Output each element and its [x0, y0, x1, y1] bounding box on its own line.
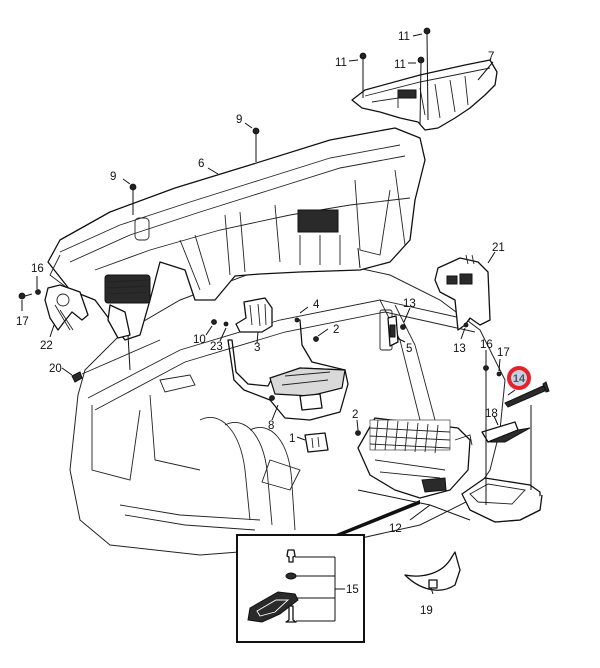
left-bracket	[44, 284, 89, 331]
callout-11: 11	[394, 59, 406, 71]
callout-16: 16	[480, 339, 493, 351]
callout-11: 11	[398, 31, 410, 43]
floor-console	[357, 417, 473, 499]
callout-3: 3	[254, 342, 260, 354]
inset-detail-box	[236, 534, 365, 643]
callout-4: 4	[313, 299, 320, 311]
side-bracket	[387, 315, 399, 347]
callout-7: 7	[488, 51, 494, 63]
lower-bracket	[304, 432, 329, 453]
inset-bracket-lines	[295, 556, 345, 622]
callout-17: 17	[497, 347, 510, 359]
inset-fastener-stack	[247, 549, 299, 623]
trim-clip	[71, 339, 161, 383]
callout-20: 20	[49, 363, 62, 375]
callout-11: 11	[335, 57, 347, 69]
callout-16: 16	[31, 263, 44, 275]
highlighted-callout-14[interactable]: 14	[507, 366, 531, 390]
callout-6: 6	[198, 158, 204, 170]
callout-23: 23	[210, 341, 223, 353]
callout-19: 19	[420, 605, 433, 617]
callout-13: 13	[453, 343, 466, 355]
callout-2: 2	[333, 324, 339, 336]
callout-12: 12	[389, 523, 402, 535]
callout-2: 2	[352, 409, 358, 421]
callout-9: 9	[236, 114, 242, 126]
leader-lines	[21, 33, 516, 595]
callout-10: 10	[193, 334, 206, 346]
callout-18: 18	[485, 408, 498, 420]
callout-labels: 11 11 11 7 9 9 6 16 17 22 21 4 10 23 3 2…	[16, 31, 531, 617]
callout-8: 8	[268, 420, 274, 432]
instrument-panel-carrier	[47, 127, 426, 371]
callout-14: 14	[513, 373, 526, 385]
fasteners	[18, 27, 532, 505]
highlight-ring	[507, 366, 531, 390]
callout-5: 5	[406, 343, 412, 355]
console-rear-tray	[461, 477, 543, 523]
callout-13: 13	[403, 298, 416, 310]
right-side-panel	[434, 254, 491, 331]
callout-17: 17	[16, 316, 29, 328]
console-support-frame	[227, 319, 349, 421]
callout-15: 15	[346, 584, 359, 596]
upper-trim-panel	[351, 59, 498, 131]
callout-9: 9	[110, 171, 116, 183]
center-support-bracket	[235, 297, 273, 333]
callout-21: 21	[492, 242, 505, 254]
console-end-cap	[404, 551, 461, 591]
console-rod	[504, 381, 550, 408]
callout-1: 1	[289, 433, 295, 445]
callout-22: 22	[40, 340, 53, 352]
console-grid	[369, 419, 451, 454]
